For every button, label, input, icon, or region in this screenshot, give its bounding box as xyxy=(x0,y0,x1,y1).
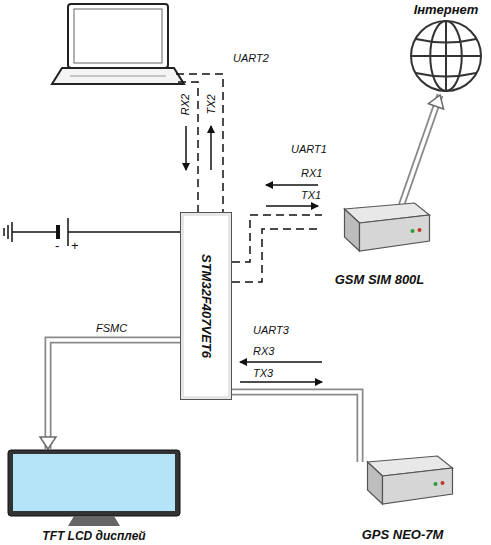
interface-name: UART2 xyxy=(232,52,270,65)
signal-name: TX2 xyxy=(205,93,218,115)
connector xyxy=(232,229,322,282)
edge-label: UART1 xyxy=(290,143,328,156)
device-icon xyxy=(340,448,465,510)
node-label: GPS NEO-7M xyxy=(340,527,465,542)
battery-symbol xyxy=(4,218,180,246)
globe-icon xyxy=(405,18,487,98)
connector xyxy=(232,392,360,462)
connector xyxy=(40,340,180,449)
uart1-wire xyxy=(232,215,322,262)
rx3-arrow xyxy=(240,361,322,363)
node-label: Інтернет xyxy=(405,2,487,17)
polarity-mark: + xyxy=(70,239,80,252)
rx2-arrow xyxy=(185,126,187,170)
gps-module: GPS NEO-7M xyxy=(340,448,465,542)
tft-display: TFT LCD дисплей xyxy=(4,448,184,543)
internet-globe: Інтернет xyxy=(405,2,487,98)
signal-name: RX3 xyxy=(252,345,275,358)
device-icon xyxy=(322,195,437,257)
monitor-icon xyxy=(4,448,184,528)
tx1-arrow xyxy=(266,205,318,207)
signal-name: TX1 xyxy=(300,189,322,202)
node-label: STM32F407VET6 xyxy=(199,254,214,358)
tx2-arrow xyxy=(210,126,212,170)
node-label: TFT LCD дисплей xyxy=(4,529,184,543)
edge-label: FSMC xyxy=(95,322,128,335)
edge-label: UART3 xyxy=(252,324,290,337)
signal-name: TX3 xyxy=(252,367,274,380)
uart2-wires xyxy=(176,74,223,212)
signal-name: RX1 xyxy=(300,167,323,180)
connector xyxy=(402,95,444,205)
tx3-arrow xyxy=(240,381,322,383)
laptop-icon xyxy=(52,4,184,84)
polarity-mark: - xyxy=(54,239,60,252)
mcu-box: STM32F407VET6 xyxy=(180,212,232,400)
signal-name: RX2 xyxy=(180,92,193,115)
rx1-arrow xyxy=(266,184,318,186)
node-label: GSM SIM 800L xyxy=(322,272,437,287)
gsm-module: GSM SIM 800L xyxy=(322,195,437,287)
